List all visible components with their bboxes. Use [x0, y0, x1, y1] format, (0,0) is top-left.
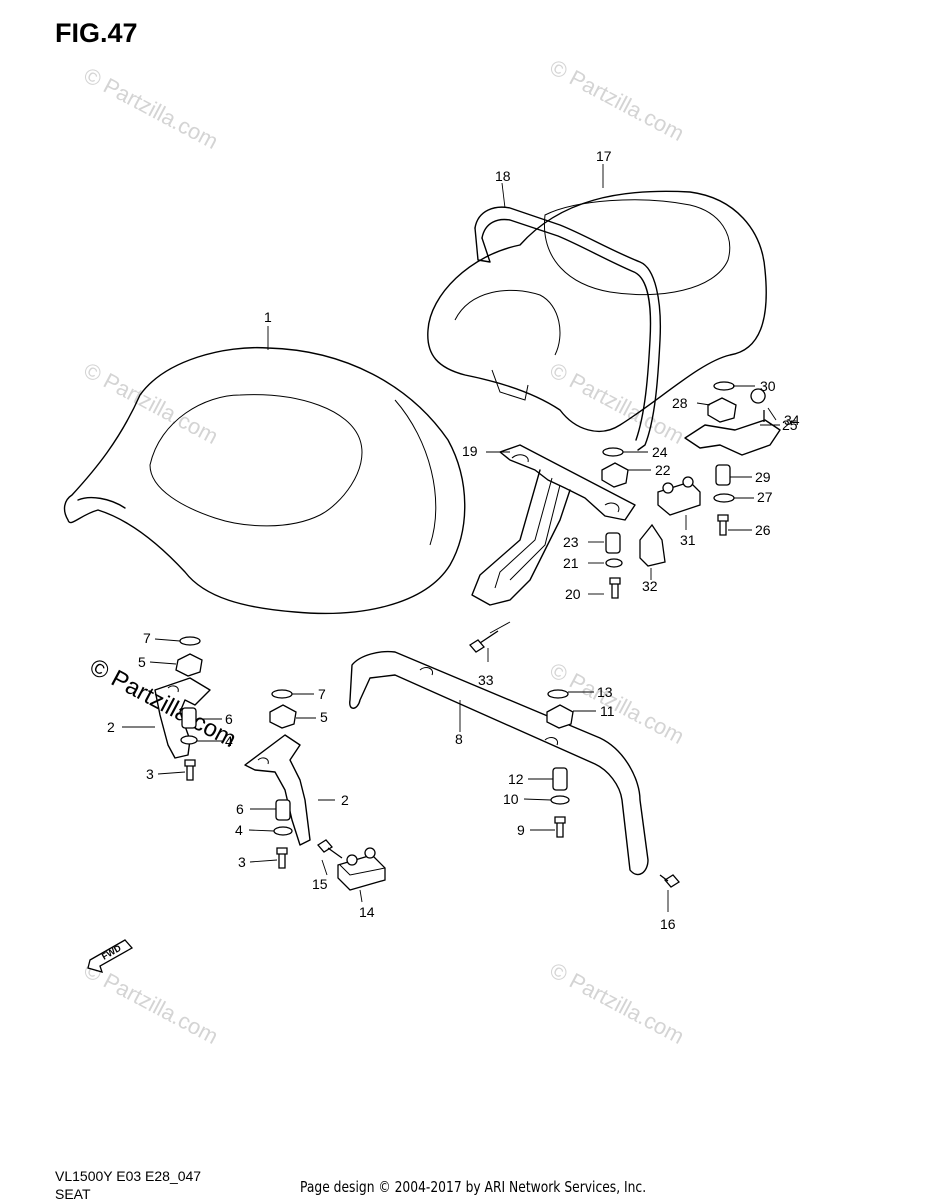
- callout-10: 10: [503, 791, 519, 807]
- section-name: SEAT: [55, 1186, 91, 1202]
- pillion-seat: [427, 190, 767, 433]
- callout-29: 29: [755, 469, 771, 485]
- callout-7-right: 7: [318, 686, 326, 702]
- callout-30: 30: [760, 378, 776, 394]
- callout-1: 1: [264, 309, 272, 325]
- clip-plate: [684, 419, 781, 456]
- watermark: © Partzilla.com: [80, 357, 223, 449]
- callout-17: 17: [596, 148, 612, 164]
- callout-4-left: 4: [225, 733, 233, 749]
- watermark-large: © Partzilla.com: [85, 653, 240, 753]
- long-bracket: [349, 650, 649, 876]
- callout-18: 18: [495, 168, 511, 184]
- callout-5-right: 5: [320, 709, 328, 725]
- watermark: © Partzilla.com: [546, 957, 689, 1049]
- model-code: VL1500Y E03 E28_047: [55, 1168, 202, 1184]
- callouts: 1 17 18 19 30 28 34 25 24 22 29 27 26 31…: [107, 148, 800, 932]
- watermark: © Partzilla.com: [546, 657, 689, 749]
- callout-16: 16: [660, 916, 676, 932]
- callout-25: 25: [782, 417, 798, 433]
- callout-2-left: 2: [107, 719, 115, 735]
- callout-2-right: 2: [341, 792, 349, 808]
- watermark: © Partzilla.com: [546, 54, 689, 146]
- watermarks: © Partzilla.com © Partzilla.com © Partzi…: [80, 54, 689, 1049]
- callout-14: 14: [359, 904, 375, 920]
- callout-19: 19: [462, 443, 478, 459]
- fwd-arrow: FWD: [87, 939, 134, 973]
- callout-11: 11: [600, 703, 615, 719]
- callout-20: 20: [565, 586, 581, 602]
- callout-9: 9: [517, 822, 525, 838]
- callout-leaders: [149, 407, 777, 876]
- callout-12: 12: [508, 771, 524, 787]
- callout-34: 34: [784, 412, 800, 428]
- callout-27: 27: [757, 489, 773, 505]
- callout-13: 13: [597, 684, 613, 700]
- callout-24: 24: [652, 444, 668, 460]
- callout-22: 22: [655, 462, 671, 478]
- rear-seat-bracket: [471, 444, 636, 606]
- callout-8: 8: [455, 731, 463, 747]
- callout-7-left: 7: [143, 630, 151, 646]
- watermark: © Partzilla.com: [80, 62, 223, 154]
- callout-3-left: 3: [146, 766, 154, 782]
- callout-5-left: 5: [138, 654, 146, 670]
- callout-33: 33: [478, 672, 494, 688]
- callout-26: 26: [755, 522, 771, 538]
- callout-6-right: 6: [236, 801, 244, 817]
- callout-32: 32: [642, 578, 658, 594]
- callout-4-right: 4: [235, 822, 243, 838]
- callout-31: 31: [680, 532, 696, 548]
- callout-3-right: 3: [238, 854, 246, 870]
- front-bracket-right: [244, 734, 311, 846]
- callout-28: 28: [672, 395, 688, 411]
- watermark: © Partzilla.com: [546, 357, 689, 449]
- figure-title: FIG.47: [55, 18, 138, 48]
- hardware: [175, 381, 766, 891]
- callout-23: 23: [563, 534, 579, 550]
- callout-15: 15: [312, 876, 328, 892]
- callout-6-left: 6: [225, 711, 233, 727]
- rider-seat: [63, 346, 466, 615]
- leader-lines: [122, 164, 780, 912]
- page-credit: Page design © 2004-2017 by ARI Network S…: [300, 1178, 647, 1196]
- callout-21: 21: [563, 555, 579, 571]
